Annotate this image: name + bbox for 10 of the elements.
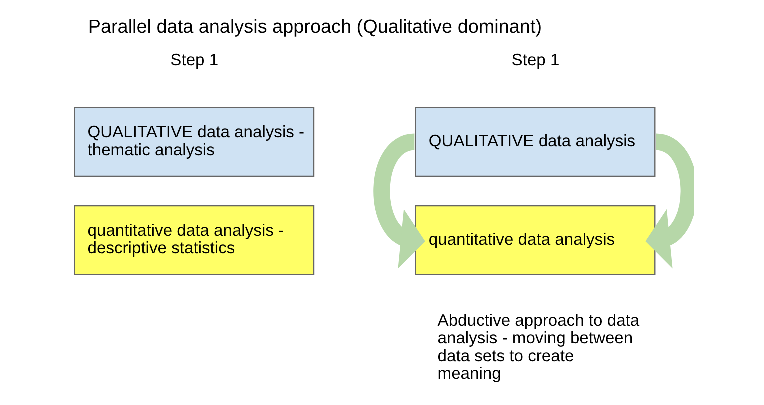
label: Step 1: [170, 50, 219, 70]
node-box: QUALITATIVE data analysis - thematic analysis: [74, 107, 315, 178]
diagram-title: Parallel data analysis approach (Qualitative dominant): [88, 16, 542, 38]
arrow: [374, 134, 426, 269]
node-box: QUALITATIVE data analysis: [415, 107, 656, 178]
arrow: [646, 134, 694, 269]
node-box: quantitative data analysis: [415, 205, 656, 276]
label: Step 1: [512, 50, 560, 70]
node-box: quantitative data analysis - descriptive statistics: [74, 205, 315, 276]
label: Abductive approach to data analysis - moving between data sets to create meaning: [438, 310, 640, 384]
